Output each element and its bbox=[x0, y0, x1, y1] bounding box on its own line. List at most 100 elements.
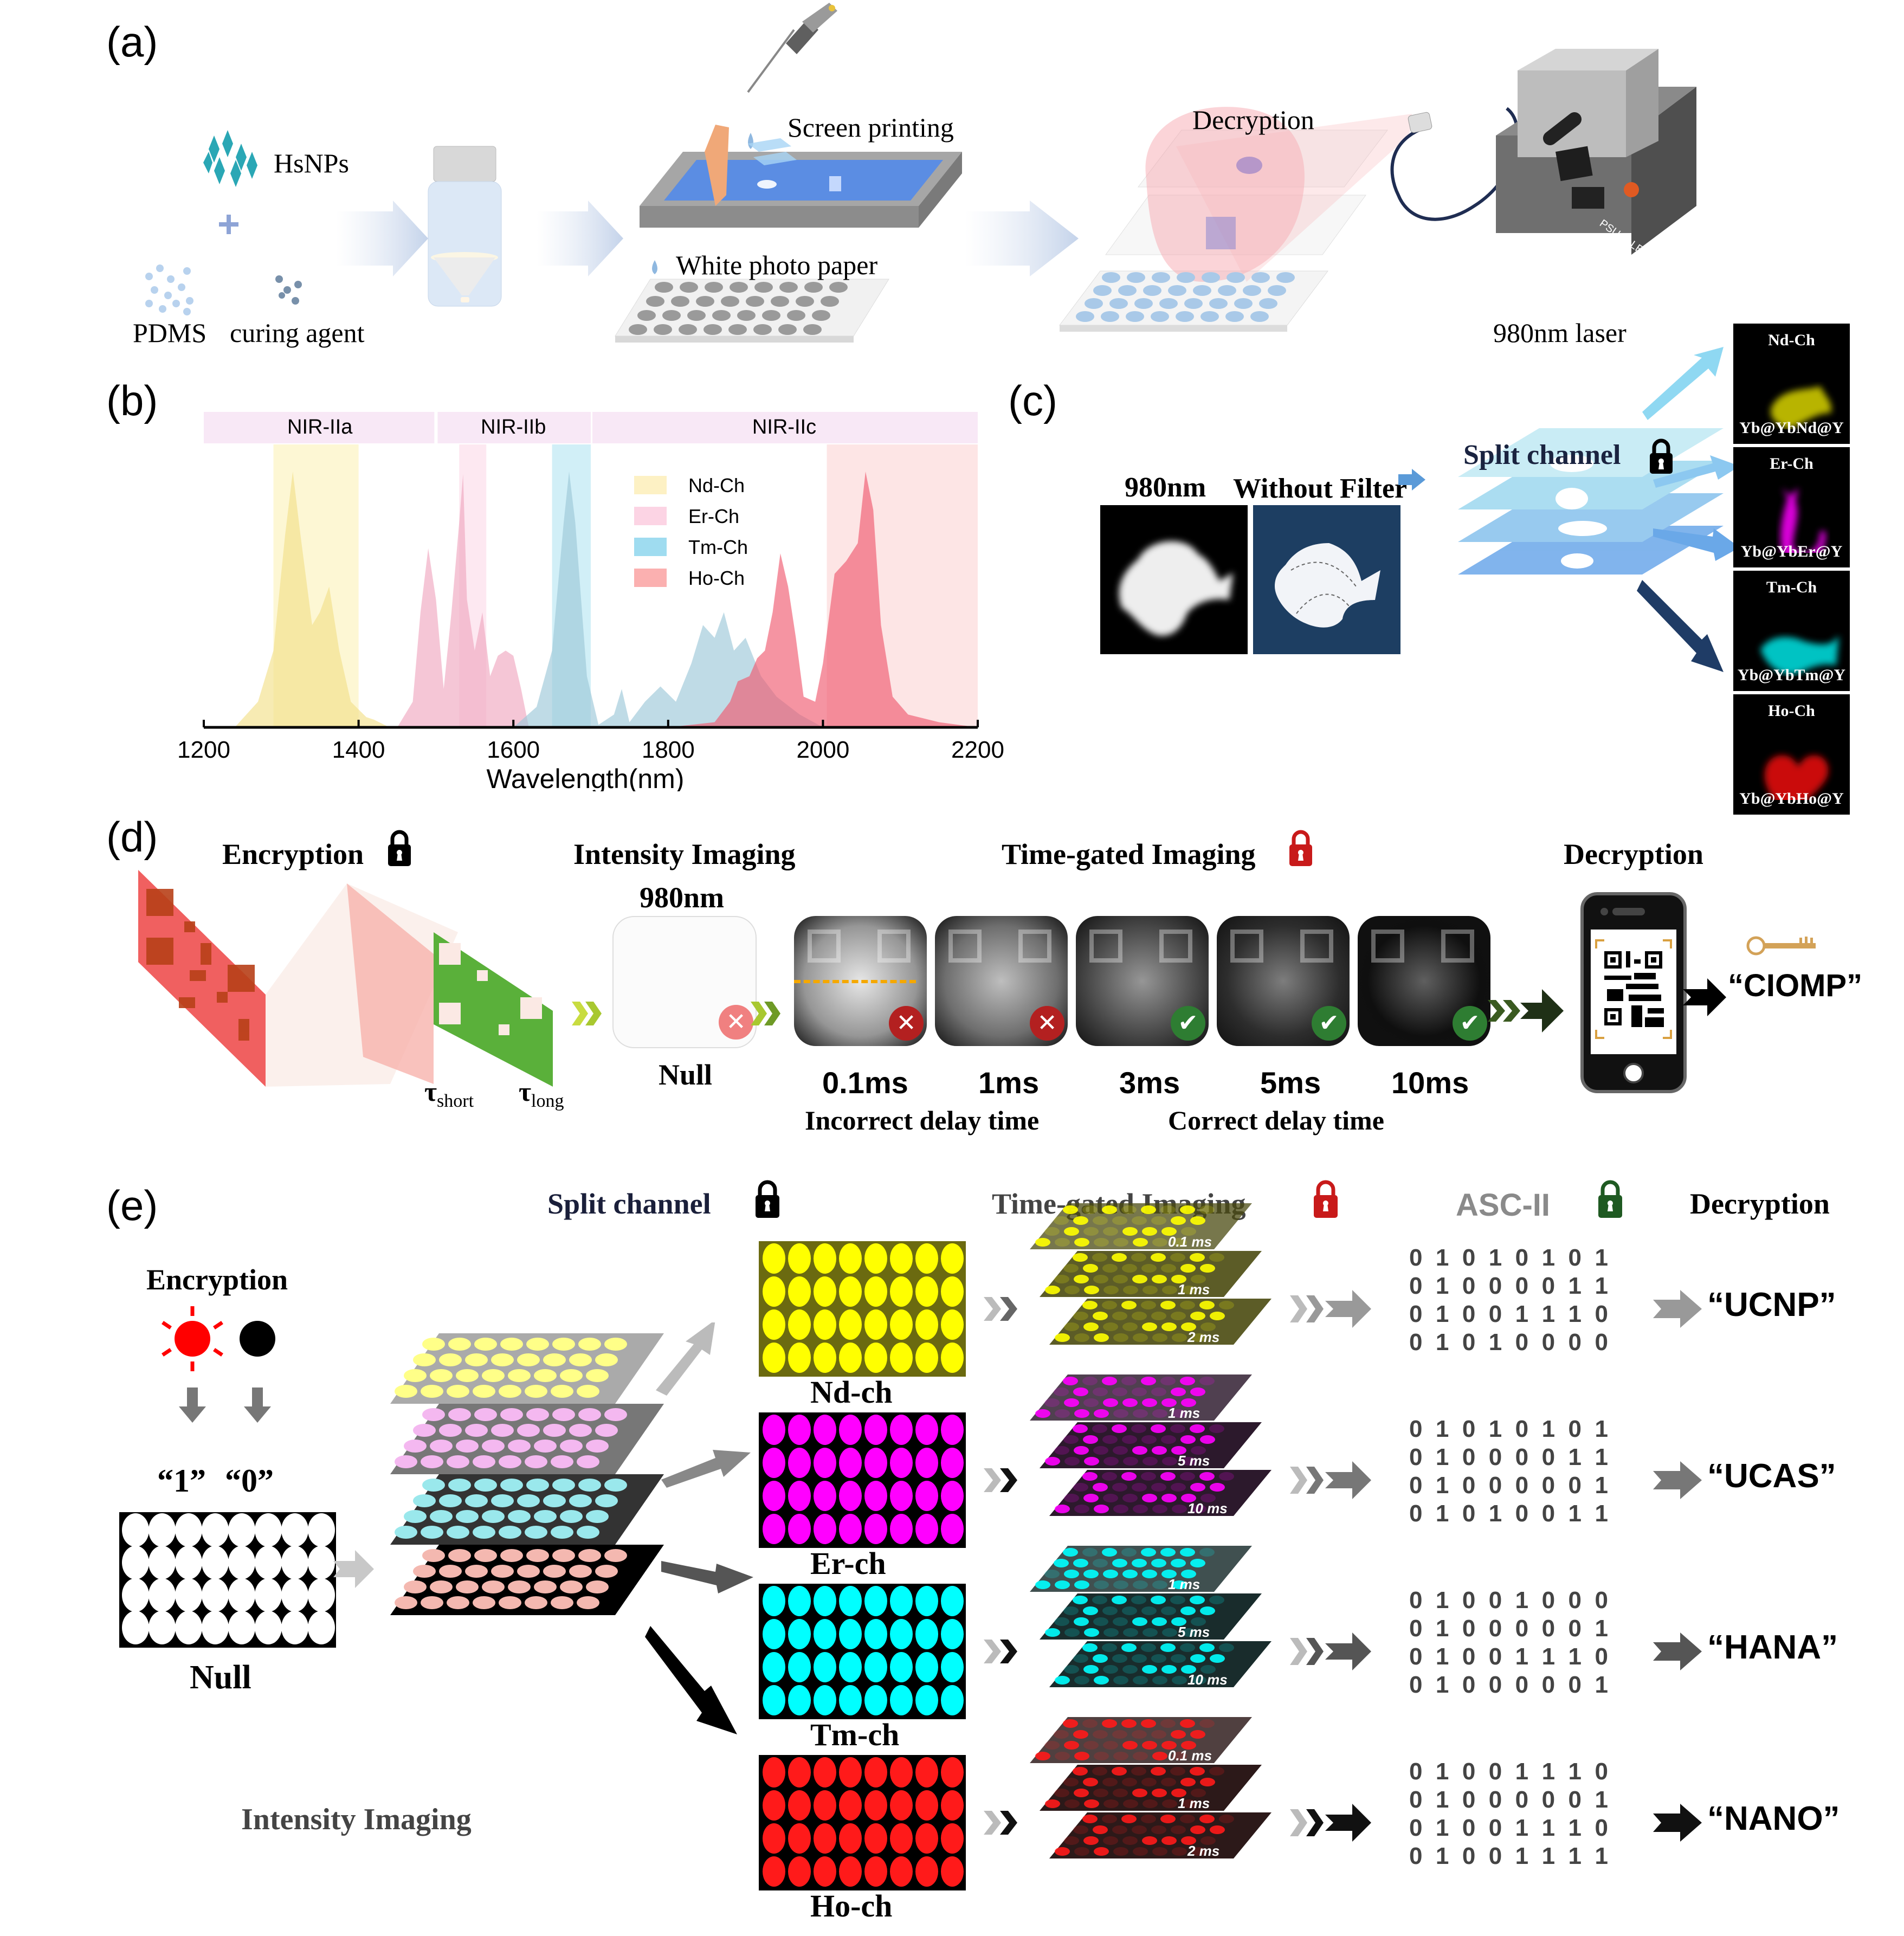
gate-time-label: 5 ms bbox=[1178, 1624, 1210, 1640]
lock-icon-red bbox=[1287, 829, 1314, 868]
well bbox=[890, 1343, 913, 1373]
well bbox=[465, 1494, 488, 1507]
well bbox=[1132, 1654, 1147, 1663]
binary-row: 0 1 0 0 1 1 1 0 bbox=[1409, 1643, 1608, 1671]
gate-time-label: 10 ms bbox=[1187, 1672, 1228, 1688]
well bbox=[1045, 1457, 1060, 1466]
well bbox=[941, 1856, 964, 1887]
well bbox=[1103, 1570, 1118, 1578]
well bbox=[763, 1586, 785, 1616]
binary-row: 0 1 0 0 0 0 0 1 bbox=[1409, 1671, 1608, 1699]
well bbox=[941, 1619, 964, 1649]
well bbox=[465, 1565, 488, 1578]
well bbox=[526, 1549, 549, 1562]
well bbox=[941, 1757, 964, 1787]
time-gated-layer: 1 ms bbox=[1030, 1374, 1263, 1423]
well bbox=[1054, 1275, 1069, 1283]
well bbox=[890, 1448, 913, 1478]
delay-label: 3ms bbox=[1119, 1065, 1180, 1100]
well bbox=[1193, 285, 1211, 296]
well bbox=[1152, 1580, 1167, 1589]
well bbox=[1122, 1494, 1138, 1502]
well bbox=[1143, 1628, 1158, 1637]
well bbox=[788, 1790, 811, 1821]
well bbox=[1082, 1301, 1098, 1309]
x-badge-icon: ✕ bbox=[889, 1006, 924, 1041]
well bbox=[1132, 1388, 1147, 1396]
c-980nm-title: 980nm bbox=[1125, 472, 1206, 504]
time-gated-image: ✔ bbox=[1358, 916, 1490, 1046]
well bbox=[1092, 1253, 1107, 1262]
well bbox=[456, 1440, 479, 1453]
well bbox=[421, 1596, 443, 1609]
well bbox=[1122, 1778, 1137, 1786]
well bbox=[421, 1385, 443, 1398]
well bbox=[1064, 1227, 1079, 1236]
well bbox=[1168, 285, 1186, 296]
well bbox=[1094, 1409, 1109, 1418]
arrow-to-nd bbox=[656, 1322, 715, 1396]
hsnps-label: HsNPs bbox=[274, 147, 349, 179]
well bbox=[1094, 1847, 1109, 1856]
gate-time-label: 1 ms bbox=[1168, 1576, 1200, 1592]
well bbox=[1199, 1815, 1215, 1823]
well bbox=[430, 1369, 453, 1382]
pipette-icon bbox=[748, 3, 837, 92]
well bbox=[1074, 1580, 1089, 1589]
well bbox=[526, 1408, 549, 1421]
well bbox=[1199, 1377, 1215, 1385]
well bbox=[543, 1353, 566, 1366]
well bbox=[1161, 1435, 1176, 1444]
well bbox=[1113, 1238, 1128, 1247]
well bbox=[1113, 1580, 1128, 1589]
well bbox=[721, 296, 739, 307]
well bbox=[1063, 1719, 1078, 1728]
well bbox=[1131, 1424, 1146, 1433]
down-arrow-icon bbox=[179, 1388, 206, 1423]
well bbox=[814, 1415, 836, 1445]
well bbox=[788, 1823, 811, 1854]
well bbox=[763, 1276, 785, 1307]
well bbox=[1122, 1398, 1138, 1407]
gate-time-label: 10 ms bbox=[1187, 1500, 1228, 1516]
well bbox=[890, 1652, 913, 1682]
well bbox=[430, 1580, 453, 1593]
arrow-to-er bbox=[661, 1450, 751, 1488]
well bbox=[175, 1611, 202, 1644]
well bbox=[1113, 1752, 1128, 1760]
well bbox=[1190, 1825, 1205, 1834]
well bbox=[864, 1276, 887, 1307]
well bbox=[255, 1513, 282, 1547]
well bbox=[941, 1415, 964, 1445]
well bbox=[1103, 1665, 1118, 1674]
well bbox=[1045, 1628, 1060, 1637]
well bbox=[1143, 285, 1161, 296]
well bbox=[543, 1565, 566, 1578]
well bbox=[1073, 1767, 1088, 1776]
well bbox=[1112, 1559, 1127, 1567]
well bbox=[1113, 1446, 1128, 1455]
spectrum-chart: NIR-IIaNIR-IIbNIR-IIc1200140016001800200… bbox=[163, 401, 1030, 791]
well bbox=[421, 1526, 443, 1539]
well bbox=[941, 1343, 964, 1373]
well bbox=[1084, 1286, 1099, 1294]
well bbox=[1083, 1435, 1098, 1444]
decoded-word: “UCAS” bbox=[1707, 1457, 1836, 1495]
well bbox=[1218, 285, 1236, 296]
well bbox=[1141, 1815, 1156, 1823]
gray-arrow-icon bbox=[333, 1550, 377, 1588]
well bbox=[1113, 1333, 1128, 1342]
well bbox=[864, 1243, 887, 1274]
well bbox=[1063, 1205, 1078, 1214]
well bbox=[1064, 1570, 1079, 1578]
well bbox=[1151, 1596, 1166, 1604]
channel-tile-Tm-Ch: Tm-ChYb@YbTm@Y bbox=[1733, 571, 1850, 691]
well bbox=[1102, 1472, 1117, 1481]
well bbox=[1131, 1253, 1146, 1262]
well bbox=[1094, 1238, 1109, 1247]
arrow-to-ho bbox=[645, 1626, 737, 1734]
dark-dot-icon bbox=[240, 1321, 275, 1357]
well bbox=[1171, 1825, 1186, 1834]
well bbox=[1219, 1815, 1234, 1823]
well bbox=[1082, 1377, 1098, 1385]
